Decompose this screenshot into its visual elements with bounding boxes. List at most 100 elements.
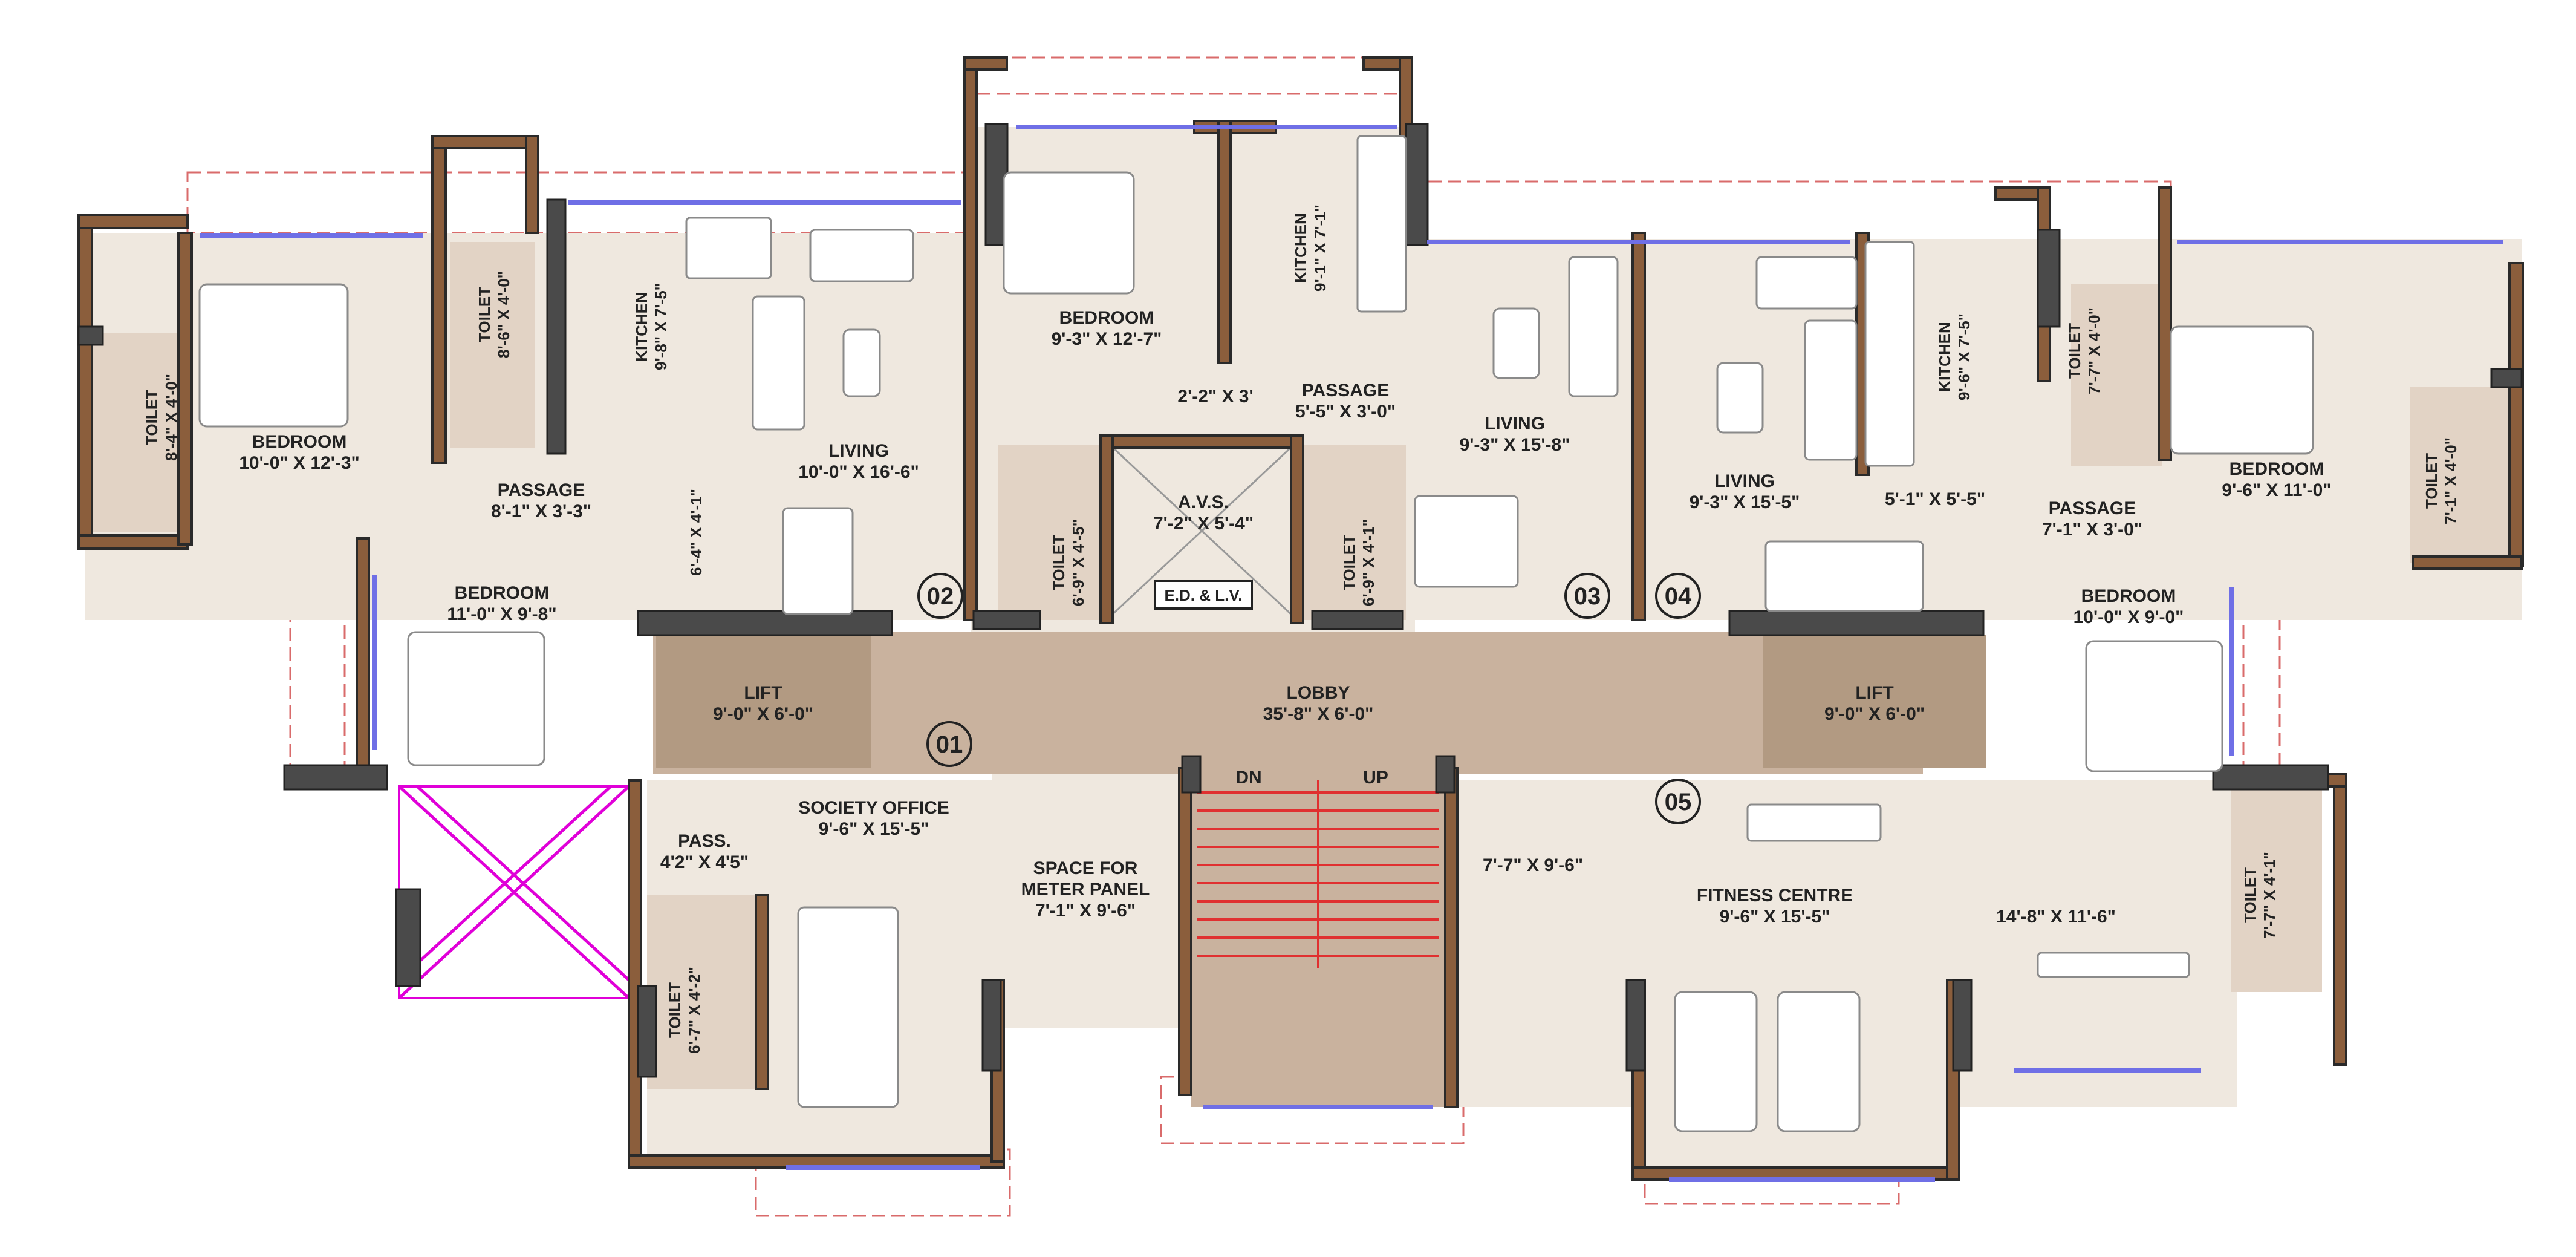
kitchen-w-dims: 9'-8" X 7'-5" bbox=[652, 283, 670, 370]
treadmill-2 bbox=[1777, 991, 1861, 1132]
toilet-n1-dims: 6'-9" X 4'-5" bbox=[1069, 519, 1087, 606]
meter-line2: METER PANEL bbox=[1021, 880, 1150, 899]
bedroom-n-name: BEDROOM bbox=[1059, 308, 1154, 328]
toilet-e-name: TOILET bbox=[2066, 323, 2084, 379]
table-north bbox=[1492, 307, 1540, 379]
room-labels: TOILET 8'-4" X 4'-0" BEDROOM 10'-0" X 12… bbox=[143, 204, 2460, 1054]
table-east bbox=[1716, 362, 1764, 434]
bedroom-w-dims: 10'-0" X 12'-3" bbox=[239, 453, 359, 473]
kitchen-counter-west bbox=[685, 217, 772, 279]
fitness-dim1: 7'-7" X 9'-6" bbox=[1483, 855, 1583, 875]
bedroom-w-name: BEDROOM bbox=[252, 432, 347, 452]
pass-name: PASS. bbox=[678, 831, 731, 851]
treadmill-1 bbox=[1674, 991, 1758, 1132]
staircase bbox=[1197, 780, 1439, 968]
dumbbell-rack bbox=[1746, 803, 1882, 842]
avs-name: A.V.S. bbox=[1178, 492, 1229, 512]
marker-03: 03 bbox=[1574, 583, 1601, 610]
passage-e-name: PASSAGE bbox=[2049, 498, 2136, 518]
kitchen-n-dims: 9'-1" X 7'-1" bbox=[1311, 204, 1329, 292]
marker-05: 05 bbox=[1665, 789, 1692, 815]
marker-01: 01 bbox=[936, 731, 963, 758]
meter-line1: SPACE FOR bbox=[1033, 858, 1138, 878]
ed-lv-label: E.D. & L.V. bbox=[1164, 586, 1242, 604]
bed-southwest bbox=[407, 631, 545, 766]
sofa-east-2 bbox=[1804, 319, 1858, 461]
passage-w-dims: 8'-1" X 3'-3" bbox=[491, 501, 591, 521]
toilet-s-dims: 6'-7" X 4'-2" bbox=[685, 967, 703, 1054]
meter-dims: 7'-1" X 9'-6" bbox=[1035, 901, 1136, 921]
toilet-n2-dims: 6'-9" X 4'-1" bbox=[1359, 519, 1377, 606]
dining-north bbox=[1414, 495, 1519, 588]
passage-n-name: PASSAGE bbox=[1302, 380, 1389, 400]
bed-north bbox=[1003, 171, 1135, 295]
toilet-w2-name: TOILET bbox=[475, 287, 493, 342]
sofa-north bbox=[1568, 256, 1619, 397]
sofa-west-2 bbox=[809, 229, 914, 282]
toilet-n2-name: TOILET bbox=[1340, 535, 1358, 590]
passage-w-name: PASSAGE bbox=[498, 480, 585, 500]
windows bbox=[200, 125, 2503, 1182]
stair-up-label: UP bbox=[1363, 768, 1388, 788]
bedroom-e-dims: 9'-6" X 11'-0" bbox=[2222, 480, 2331, 500]
bedroom-sw-dims: 11'-0" X 9'-8" bbox=[447, 604, 556, 624]
sofa-west bbox=[752, 295, 805, 431]
avs-dims: 7'-2" X 5'-4" bbox=[1153, 514, 1254, 534]
bedroom-sw-name: BEDROOM bbox=[455, 583, 550, 603]
living-w-dims: 10'-0" X 16'-6" bbox=[798, 462, 919, 482]
living-n-name: LIVING bbox=[1485, 414, 1545, 434]
dining-west bbox=[782, 507, 854, 615]
toilet-e-dims: 7'-7" X 4'-0" bbox=[2085, 307, 2103, 394]
passage-n-dims: 5'-5" X 3'-0" bbox=[1295, 402, 1396, 422]
passage-e-dim: 5'-1" X 5'-5" bbox=[1885, 489, 1985, 509]
living-n-dims: 9'-3" X 15'-8" bbox=[1460, 435, 1570, 455]
lobby-dims: 35'-8" X 6'-0" bbox=[1263, 704, 1374, 724]
toilet-se-dims: 7'-7" X 4'-1" bbox=[2260, 852, 2278, 939]
lift-west-car bbox=[656, 635, 871, 768]
bed-east bbox=[2170, 325, 2314, 455]
fitness-name: FITNESS CENTRE bbox=[1697, 886, 1853, 906]
kitchen-e-name: KITCHEN bbox=[1936, 322, 1954, 392]
toilet-e2-name: TOILET bbox=[2422, 453, 2441, 509]
toilet-e2-dims: 7'-1" X 4'-0" bbox=[2442, 437, 2460, 524]
fitness-dims: 9'-6" X 15'-5" bbox=[1720, 907, 1830, 927]
lift-e-name: LIFT bbox=[1855, 683, 1893, 703]
table-west bbox=[842, 328, 881, 397]
bedroom-se-name: BEDROOM bbox=[2081, 586, 2176, 606]
toilet-se-name: TOILET bbox=[2241, 867, 2259, 923]
living-w-name: LIVING bbox=[828, 441, 889, 461]
bedroom-n-dims: 9'-3" X 12'-7" bbox=[1052, 329, 1162, 349]
dining-east bbox=[1764, 540, 1924, 612]
fitness-dim2: 14'-8" X 11'-6" bbox=[1996, 907, 2116, 927]
furniture bbox=[198, 135, 2314, 1132]
bed-west bbox=[198, 283, 349, 428]
passage-w-dim: 6'-4" X 4'-1" bbox=[687, 489, 705, 576]
lift-east-car bbox=[1763, 635, 1986, 768]
kitchen-w-name: KITCHEN bbox=[633, 292, 651, 362]
lift-w-dims: 9'-0" X 6'-0" bbox=[713, 704, 813, 724]
toilet-s-name: TOILET bbox=[666, 982, 684, 1038]
lift-w-name: LIFT bbox=[744, 683, 782, 703]
society-name: SOCIETY OFFICE bbox=[798, 798, 949, 818]
marker-02: 02 bbox=[927, 583, 954, 610]
living-e-name: LIVING bbox=[1714, 471, 1775, 491]
toilet-w-name: TOILET bbox=[143, 390, 161, 445]
bedroom-se-dims: 10'-0" X 9'-0" bbox=[2073, 607, 2184, 627]
balcony-marks bbox=[398, 785, 630, 999]
bed-southeast bbox=[2085, 640, 2223, 772]
conference-table bbox=[797, 906, 899, 1108]
stair-down-label: DN bbox=[1235, 768, 1261, 788]
passage-n-dim: 2'-2" X 3' bbox=[1177, 387, 1253, 406]
toilet-n1-name: TOILET bbox=[1050, 535, 1068, 590]
weight-benches bbox=[2037, 952, 2190, 978]
kitchen-counter-east bbox=[1864, 241, 1915, 467]
sofa-east bbox=[1755, 256, 1858, 310]
pass-dims: 4'2" X 4'5" bbox=[660, 852, 749, 872]
kitchen-counter-north bbox=[1356, 135, 1407, 313]
lobby-name: LOBBY bbox=[1287, 683, 1350, 703]
lift-e-dims: 9'-0" X 6'-0" bbox=[1824, 704, 1925, 724]
living-e-dims: 9'-3" X 15'-5" bbox=[1690, 492, 1800, 512]
toilet-w-dims: 8'-4" X 4'-0" bbox=[162, 374, 180, 461]
society-dims: 9'-6" X 15'-5" bbox=[819, 819, 929, 839]
